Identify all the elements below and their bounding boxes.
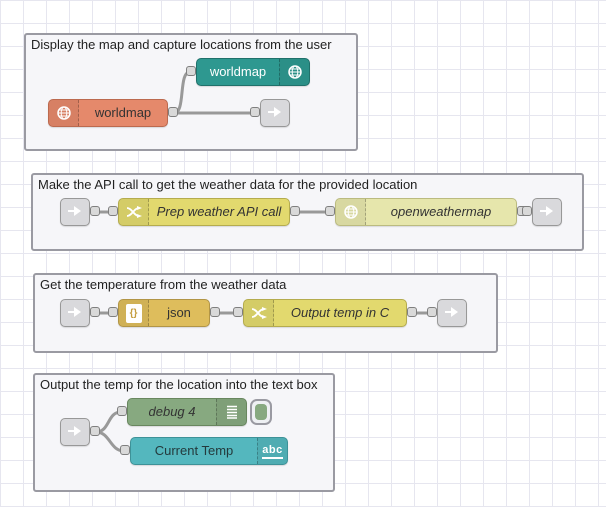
output-port[interactable] — [290, 206, 300, 216]
shuffle-icon — [119, 199, 149, 225]
output-port[interactable] — [210, 307, 220, 317]
node-link-out-map[interactable] — [250, 99, 290, 127]
node-link-in-temp[interactable] — [60, 299, 100, 327]
node-debug-4[interactable]: debug 4 — [117, 398, 247, 426]
node-label: Output temp in C — [290, 305, 390, 320]
node-link-out-temp[interactable] — [427, 299, 467, 327]
node-label: Prep weather API call — [156, 204, 282, 219]
output-port[interactable] — [90, 206, 100, 216]
globe-icon — [336, 199, 366, 225]
link-arrow-icon — [539, 203, 555, 222]
input-port[interactable] — [522, 206, 532, 216]
input-port[interactable] — [108, 307, 118, 317]
input-port[interactable] — [250, 107, 260, 117]
node-label: worldmap — [209, 64, 267, 79]
input-port[interactable] — [325, 206, 335, 216]
input-port[interactable] — [117, 406, 127, 416]
link-arrow-icon — [67, 304, 83, 323]
link-arrow-icon — [444, 304, 460, 323]
node-output-temp-in-c[interactable]: Output temp in C — [233, 299, 417, 327]
node-link-out-api[interactable] — [522, 198, 562, 226]
node-json[interactable]: {} json — [108, 299, 220, 327]
output-port[interactable] — [90, 307, 100, 317]
debug-toggle-indicator — [255, 404, 267, 420]
node-link-in-api[interactable] — [60, 198, 100, 226]
json-braces: {} — [125, 303, 142, 323]
input-port[interactable] — [108, 206, 118, 216]
input-port[interactable] — [186, 66, 196, 76]
node-link-in-output[interactable] — [60, 418, 100, 446]
link-arrow-icon — [67, 203, 83, 222]
node-worldmap-in[interactable]: worldmap — [48, 99, 178, 127]
node-prep-weather-api-call[interactable]: Prep weather API call — [108, 198, 300, 226]
json-page-icon: {} — [119, 300, 149, 326]
output-port[interactable] — [407, 307, 417, 317]
group-title: Get the temperature from the weather dat… — [40, 277, 287, 292]
group-map[interactable]: Display the map and capture locations fr… — [24, 33, 358, 151]
node-label: debug 4 — [148, 404, 196, 419]
abc-text-icon: abc — [257, 438, 287, 464]
group-title: Make the API call to get the weather dat… — [38, 177, 418, 192]
node-openweathermap[interactable]: openweathermap — [325, 198, 527, 226]
abc-label: abc — [262, 444, 283, 459]
debug-list-icon — [216, 399, 246, 425]
node-label: Current Temp — [154, 443, 234, 458]
output-port[interactable] — [90, 426, 100, 436]
link-arrow-icon — [67, 423, 83, 442]
globe-icon — [279, 59, 309, 85]
globe-icon — [49, 100, 79, 126]
node-worldmap-out[interactable]: worldmap — [186, 58, 310, 86]
group-output[interactable]: Output the temp for the location into th… — [33, 373, 335, 492]
input-port[interactable] — [427, 307, 437, 317]
link-arrow-icon — [267, 104, 283, 123]
debug-enable-toggle[interactable] — [250, 399, 272, 425]
node-label: json — [167, 305, 191, 320]
input-port[interactable] — [120, 445, 130, 455]
shuffle-icon — [244, 300, 274, 326]
node-label: openweathermap — [390, 204, 492, 219]
node-current-temp[interactable]: Current Temp abc — [120, 437, 288, 465]
group-title: Output the temp for the location into th… — [40, 377, 318, 392]
group-title: Display the map and capture locations fr… — [31, 37, 332, 52]
output-port[interactable] — [168, 107, 178, 117]
node-label: worldmap — [94, 105, 152, 120]
input-port[interactable] — [233, 307, 243, 317]
